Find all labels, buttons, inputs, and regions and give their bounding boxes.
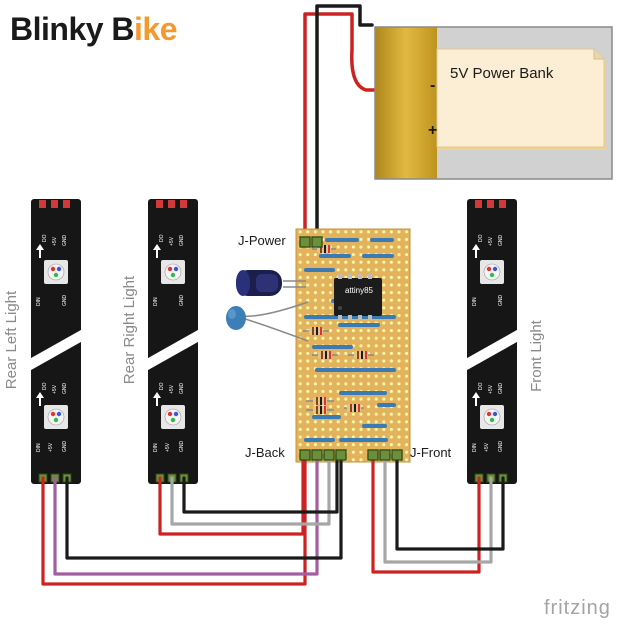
svg-text:+5V: +5V [488, 236, 494, 246]
fritzing-watermark: fritzing [544, 597, 611, 619]
svg-text:DIN: DIN [36, 443, 42, 452]
resistor [344, 404, 364, 412]
svg-text:DO: DO [42, 234, 48, 242]
led-strip-rear-left: DO +5V GND DIN GND DO +5V GND DIN +5V GN… [24, 199, 88, 484]
svg-text:GND: GND [62, 295, 68, 307]
svg-text:+5V: +5V [48, 442, 54, 452]
power-bank-label: 5V Power Bank [450, 65, 554, 82]
svg-text:DO: DO [159, 234, 165, 242]
wire-red-rear-left [41, 453, 307, 586]
svg-text:GND: GND [62, 383, 68, 395]
rear-left-light-label: Rear Left Light [3, 290, 20, 389]
svg-text:+5V: +5V [169, 236, 175, 246]
power-black-wire [315, 4, 374, 245]
svg-text:DIN: DIN [472, 297, 478, 306]
svg-text:GND: GND [179, 441, 185, 453]
svg-text:DIN: DIN [36, 297, 42, 306]
ceramic-capacitor [226, 301, 309, 342]
j-back-label: J-Back [245, 445, 285, 460]
power-bank-minus: - [430, 77, 435, 94]
wire-black-rear-right [182, 453, 339, 514]
wire-gray-rear-right [170, 453, 331, 526]
svg-text:+5V: +5V [169, 384, 175, 394]
svg-text:+5V: +5V [52, 384, 58, 394]
j-power-label: J-Power [238, 233, 286, 248]
svg-text:GND: GND [498, 383, 504, 395]
svg-text:GND: GND [498, 441, 504, 453]
power-bank: 5V Power Bank - + [374, 26, 613, 180]
header-pins-overlay [299, 236, 403, 461]
svg-text:DO: DO [478, 382, 484, 390]
led-strip-rear-right: DO +5V GND DIN GND DO +5V GND DIN +5V GN… [141, 199, 205, 484]
resistor [306, 406, 334, 414]
title-part-orange: ike [134, 11, 177, 47]
svg-text:DIN: DIN [472, 443, 478, 452]
resistor [303, 327, 329, 335]
svg-text:GND: GND [498, 235, 504, 247]
svg-text:GND: GND [62, 235, 68, 247]
svg-text:+5V: +5V [165, 442, 171, 452]
chip-label: attiny85 [345, 286, 374, 295]
wire-black-rear-left [65, 453, 343, 560]
svg-text:GND: GND [179, 235, 185, 247]
attiny85-chip: attiny85 [334, 274, 382, 320]
wire-gray-front [383, 453, 493, 564]
wire-purple-rear-left [53, 453, 319, 576]
wire-black-front [395, 453, 505, 551]
resistor [306, 397, 334, 405]
front-light-label: Front Light [528, 319, 545, 392]
bottom-wires [41, 453, 505, 586]
svg-text:GND: GND [179, 383, 185, 395]
svg-text:DO: DO [478, 234, 484, 242]
title-part-black: Blinky B [10, 11, 134, 47]
svg-text:DO: DO [42, 382, 48, 390]
svg-text:+5V: +5V [52, 236, 58, 246]
power-bank-plus: + [428, 122, 437, 139]
svg-text:GND: GND [179, 295, 185, 307]
svg-text:+5V: +5V [488, 384, 494, 394]
resistor [348, 351, 374, 359]
led-strip-front: DO +5V GND DIN GND DO +5V GND DIN +5V GN… [460, 199, 524, 484]
resistor [312, 351, 338, 359]
wire-red-front [371, 453, 481, 574]
j-front-label: J-Front [410, 445, 452, 460]
stripboard: attiny85 [295, 228, 411, 463]
svg-text:Blinky Bike: Blinky Bike [10, 11, 177, 47]
svg-text:GND: GND [62, 441, 68, 453]
power-wires [303, 4, 380, 245]
resistors [303, 245, 374, 414]
svg-text:+5V: +5V [484, 442, 490, 452]
power-red-wire [303, 12, 380, 245]
rear-right-light-label: Rear Right Light [121, 275, 138, 384]
svg-text:DO: DO [159, 382, 165, 390]
svg-text:GND: GND [498, 295, 504, 307]
svg-text:DIN: DIN [153, 297, 159, 306]
svg-text:DIN: DIN [153, 443, 159, 452]
electrolytic-capacitor [236, 270, 306, 296]
title: Blinky Bike [10, 11, 178, 47]
wire-red-rear-right [158, 453, 305, 536]
